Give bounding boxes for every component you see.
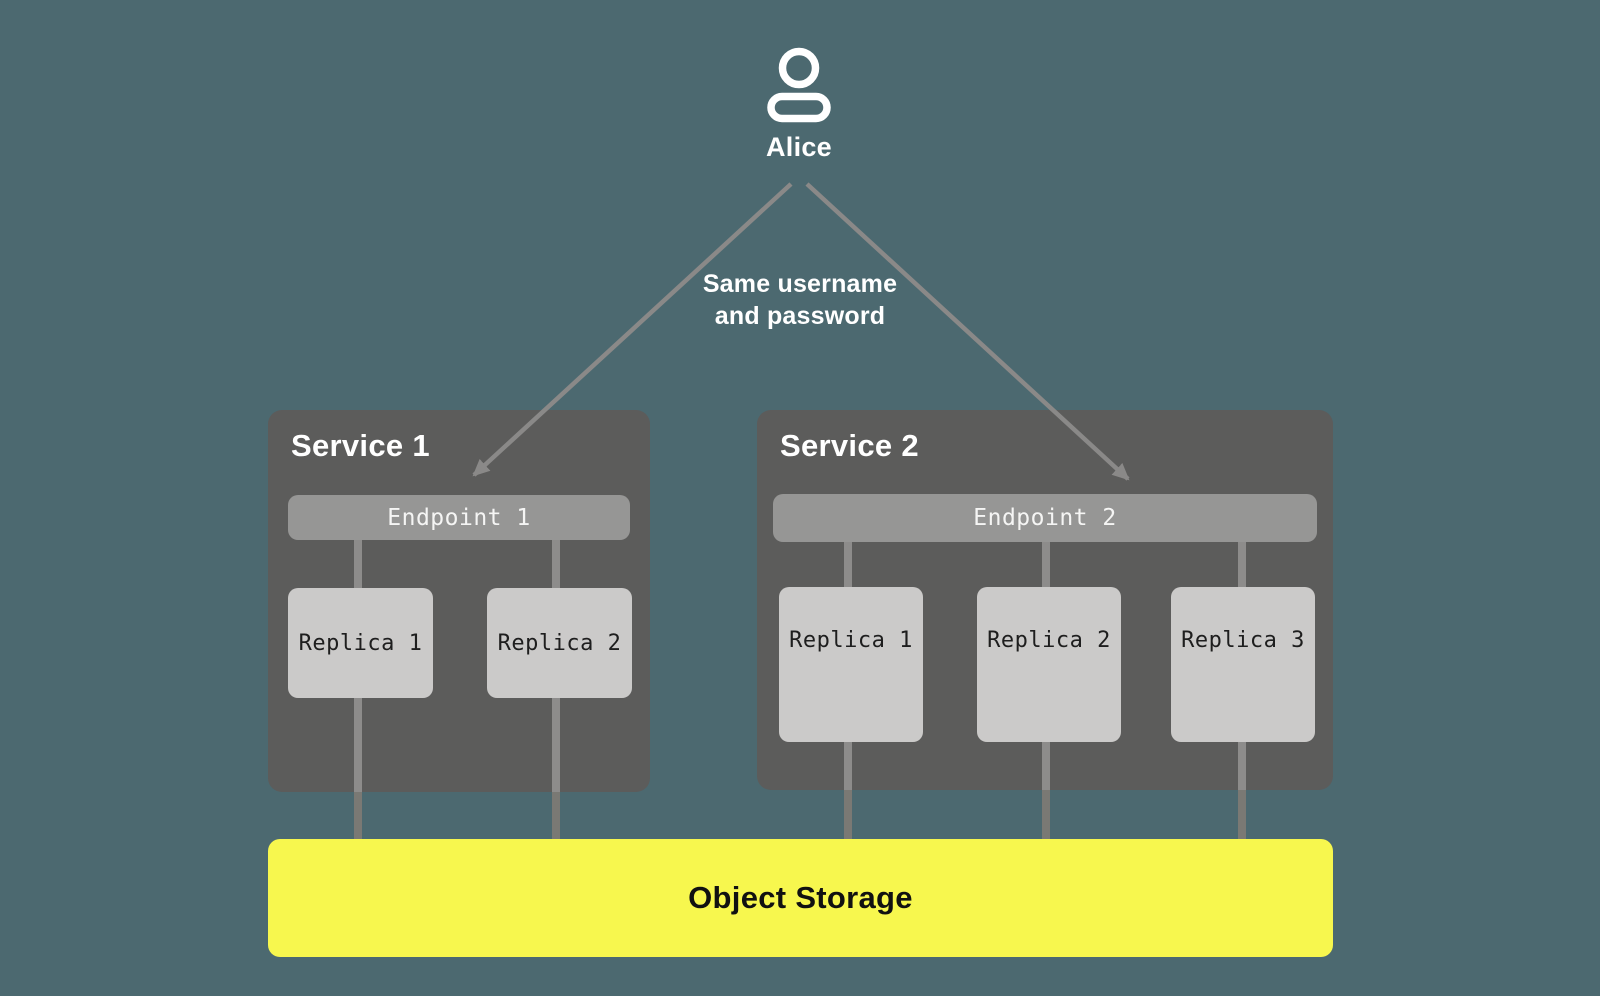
object-storage-label: Object Storage <box>688 880 913 915</box>
annotation-line-2: and password <box>714 302 886 330</box>
service-2-title: Service 2 <box>780 428 919 463</box>
service-2-endpoint: Endpoint 2 <box>773 494 1317 542</box>
service-2-replica-3: Replica 3 <box>1171 587 1315 742</box>
user-name: Alice <box>765 132 833 162</box>
service-2-replica-2: Replica 2 <box>977 587 1121 742</box>
service-1-title: Service 1 <box>291 428 430 463</box>
service-1-replica-2: Replica 2 <box>487 588 632 698</box>
service-1-replica-1: Replica 1 <box>288 588 433 698</box>
service-1-endpoint: Endpoint 1 <box>288 495 630 540</box>
service-2-replica-1: Replica 1 <box>779 587 923 742</box>
service-2-box: Service 2 Endpoint 2 Replica 1 Replica 2… <box>757 410 1333 839</box>
annotation-line-1: Same username <box>702 270 898 298</box>
user-icon <box>767 47 831 123</box>
annotation-label: Same username and password <box>600 268 1000 332</box>
service-1-box: Service 1 Endpoint 1 Replica 1 Replica 2 <box>268 410 650 839</box>
object-storage-box: Object Storage <box>268 839 1333 957</box>
